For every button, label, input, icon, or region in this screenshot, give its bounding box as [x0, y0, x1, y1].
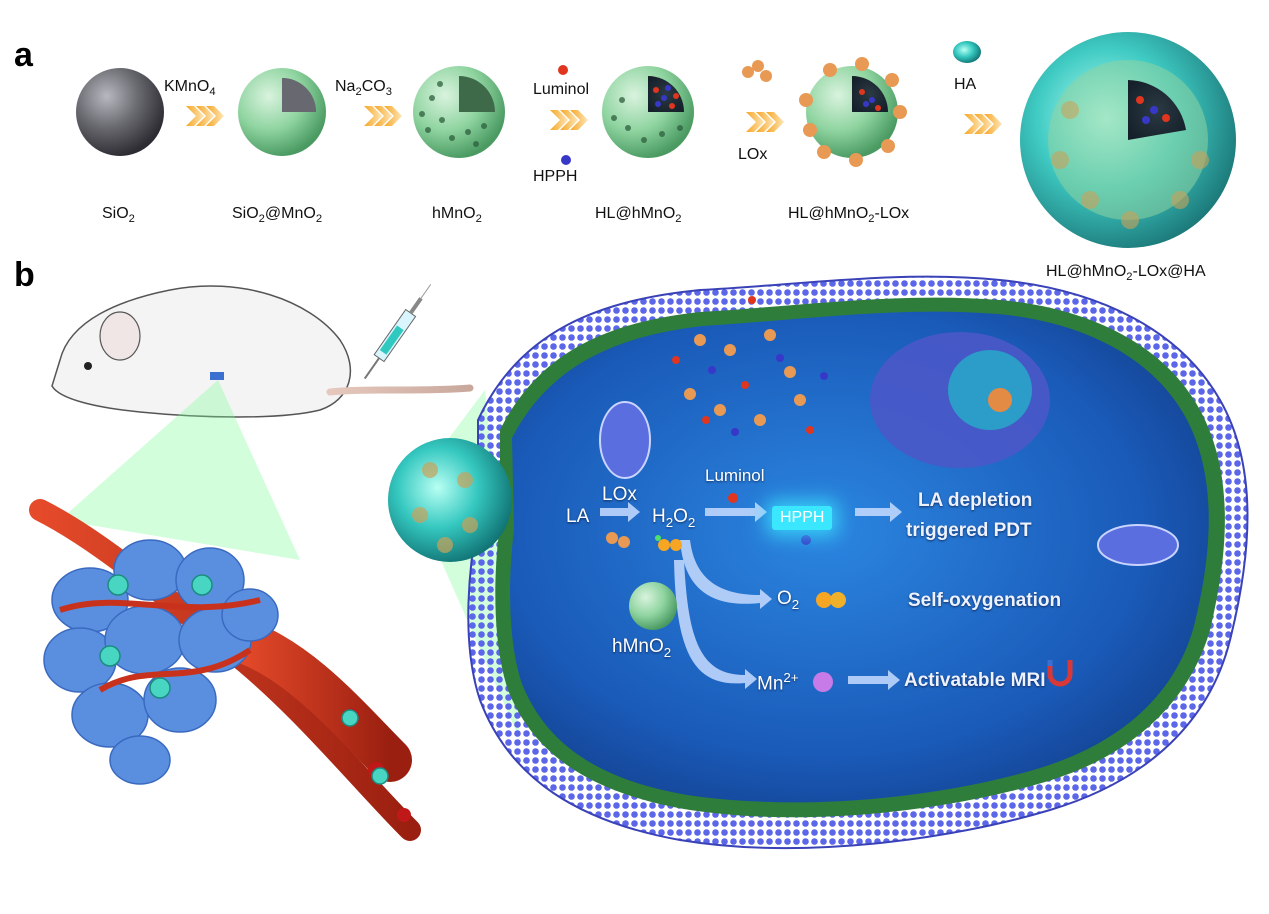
- mitochondrion-icon: [599, 401, 1179, 566]
- reagent-luminol: Luminol: [533, 81, 590, 98]
- tumor-icon: [43, 539, 389, 785]
- product-label-sio2: SiO2: [102, 205, 135, 226]
- reagent-ha: HA: [954, 76, 977, 93]
- lox-small-icon: [606, 532, 630, 548]
- mech-luminol: Luminol: [705, 466, 765, 485]
- reagent-hpph: HPPH: [533, 168, 578, 185]
- arrow-1-icon: [186, 106, 224, 126]
- outcome-activatable-mri: Activatable MRI: [904, 670, 1046, 691]
- arrow-4-icon: [746, 112, 784, 132]
- molecules-cluster-icon: [672, 296, 828, 436]
- mech-lox: LOx: [602, 484, 637, 505]
- sio2-sphere-icon: [76, 68, 164, 156]
- reagent-na2co3: Na2CO3: [335, 78, 392, 99]
- product-label-hmno2: hMnO2: [432, 205, 482, 226]
- product-label-hl-hmno2: HL@hMnO2: [595, 205, 682, 226]
- luminol-dot-icon: [558, 65, 568, 75]
- arrow-5-icon: [964, 114, 1002, 134]
- hmno2-particle-icon: [629, 582, 677, 630]
- o2-molecule-icon: [816, 592, 846, 608]
- hl-hmno2-sphere-icon: [602, 66, 694, 158]
- arrow-3-icon: [550, 110, 588, 130]
- hl-hmno2-lox-ha-sphere-icon: [1020, 32, 1236, 248]
- outcome-self-oxygenation: Self-oxygenation: [908, 590, 1062, 611]
- lox-enzyme-icon: [742, 60, 772, 82]
- mechanism-arrows: [600, 502, 902, 690]
- luminol-small-icon: [728, 493, 738, 503]
- panel-label-b: b: [14, 256, 35, 294]
- arrow-2-icon: [364, 106, 402, 126]
- hpph-small-icon: [801, 535, 811, 545]
- product-label-hl-hmno2-lox: HL@hMnO2-LOx: [788, 205, 910, 226]
- incoming-nanoparticle-icon: [388, 438, 512, 562]
- product-label-sio2-mno2: SiO2@MnO2: [232, 205, 323, 226]
- mech-hpph: HPPH: [772, 506, 833, 530]
- hmno2-sphere-icon: [413, 66, 505, 158]
- syringe-icon: [363, 284, 432, 380]
- outcome-la-depletion: LA depletion: [918, 490, 1033, 511]
- mouse-icon: [51, 285, 474, 418]
- mn-ion-icon: [813, 672, 833, 692]
- mech-h2o2: H2O2: [652, 506, 696, 530]
- h2o2-molecule-icon: [655, 535, 682, 551]
- hpph-dot-icon: [561, 155, 571, 165]
- product-label-hl-hmno2-lox-ha: HL@hMnO2-LOx@HA: [1046, 263, 1206, 284]
- mech-hmno2: hMnO2: [612, 636, 672, 660]
- reagent-kmno4: KMnO4: [164, 78, 216, 99]
- reagent-lox: LOx: [738, 146, 768, 163]
- mech-la: LA: [566, 506, 590, 527]
- outcome-triggered-pdt: triggered PDT: [906, 520, 1032, 541]
- mech-o2: O2: [777, 588, 800, 612]
- sio2-mno2-sphere-icon: [238, 68, 326, 156]
- ha-icon: [953, 41, 981, 63]
- nucleus-icon: [870, 332, 1050, 468]
- panel-label-a: a: [14, 36, 33, 74]
- mech-mn2: Mn2+: [757, 670, 799, 695]
- magnet-icon: [1047, 660, 1073, 687]
- hl-hmno2-lox-sphere-icon: [799, 57, 907, 167]
